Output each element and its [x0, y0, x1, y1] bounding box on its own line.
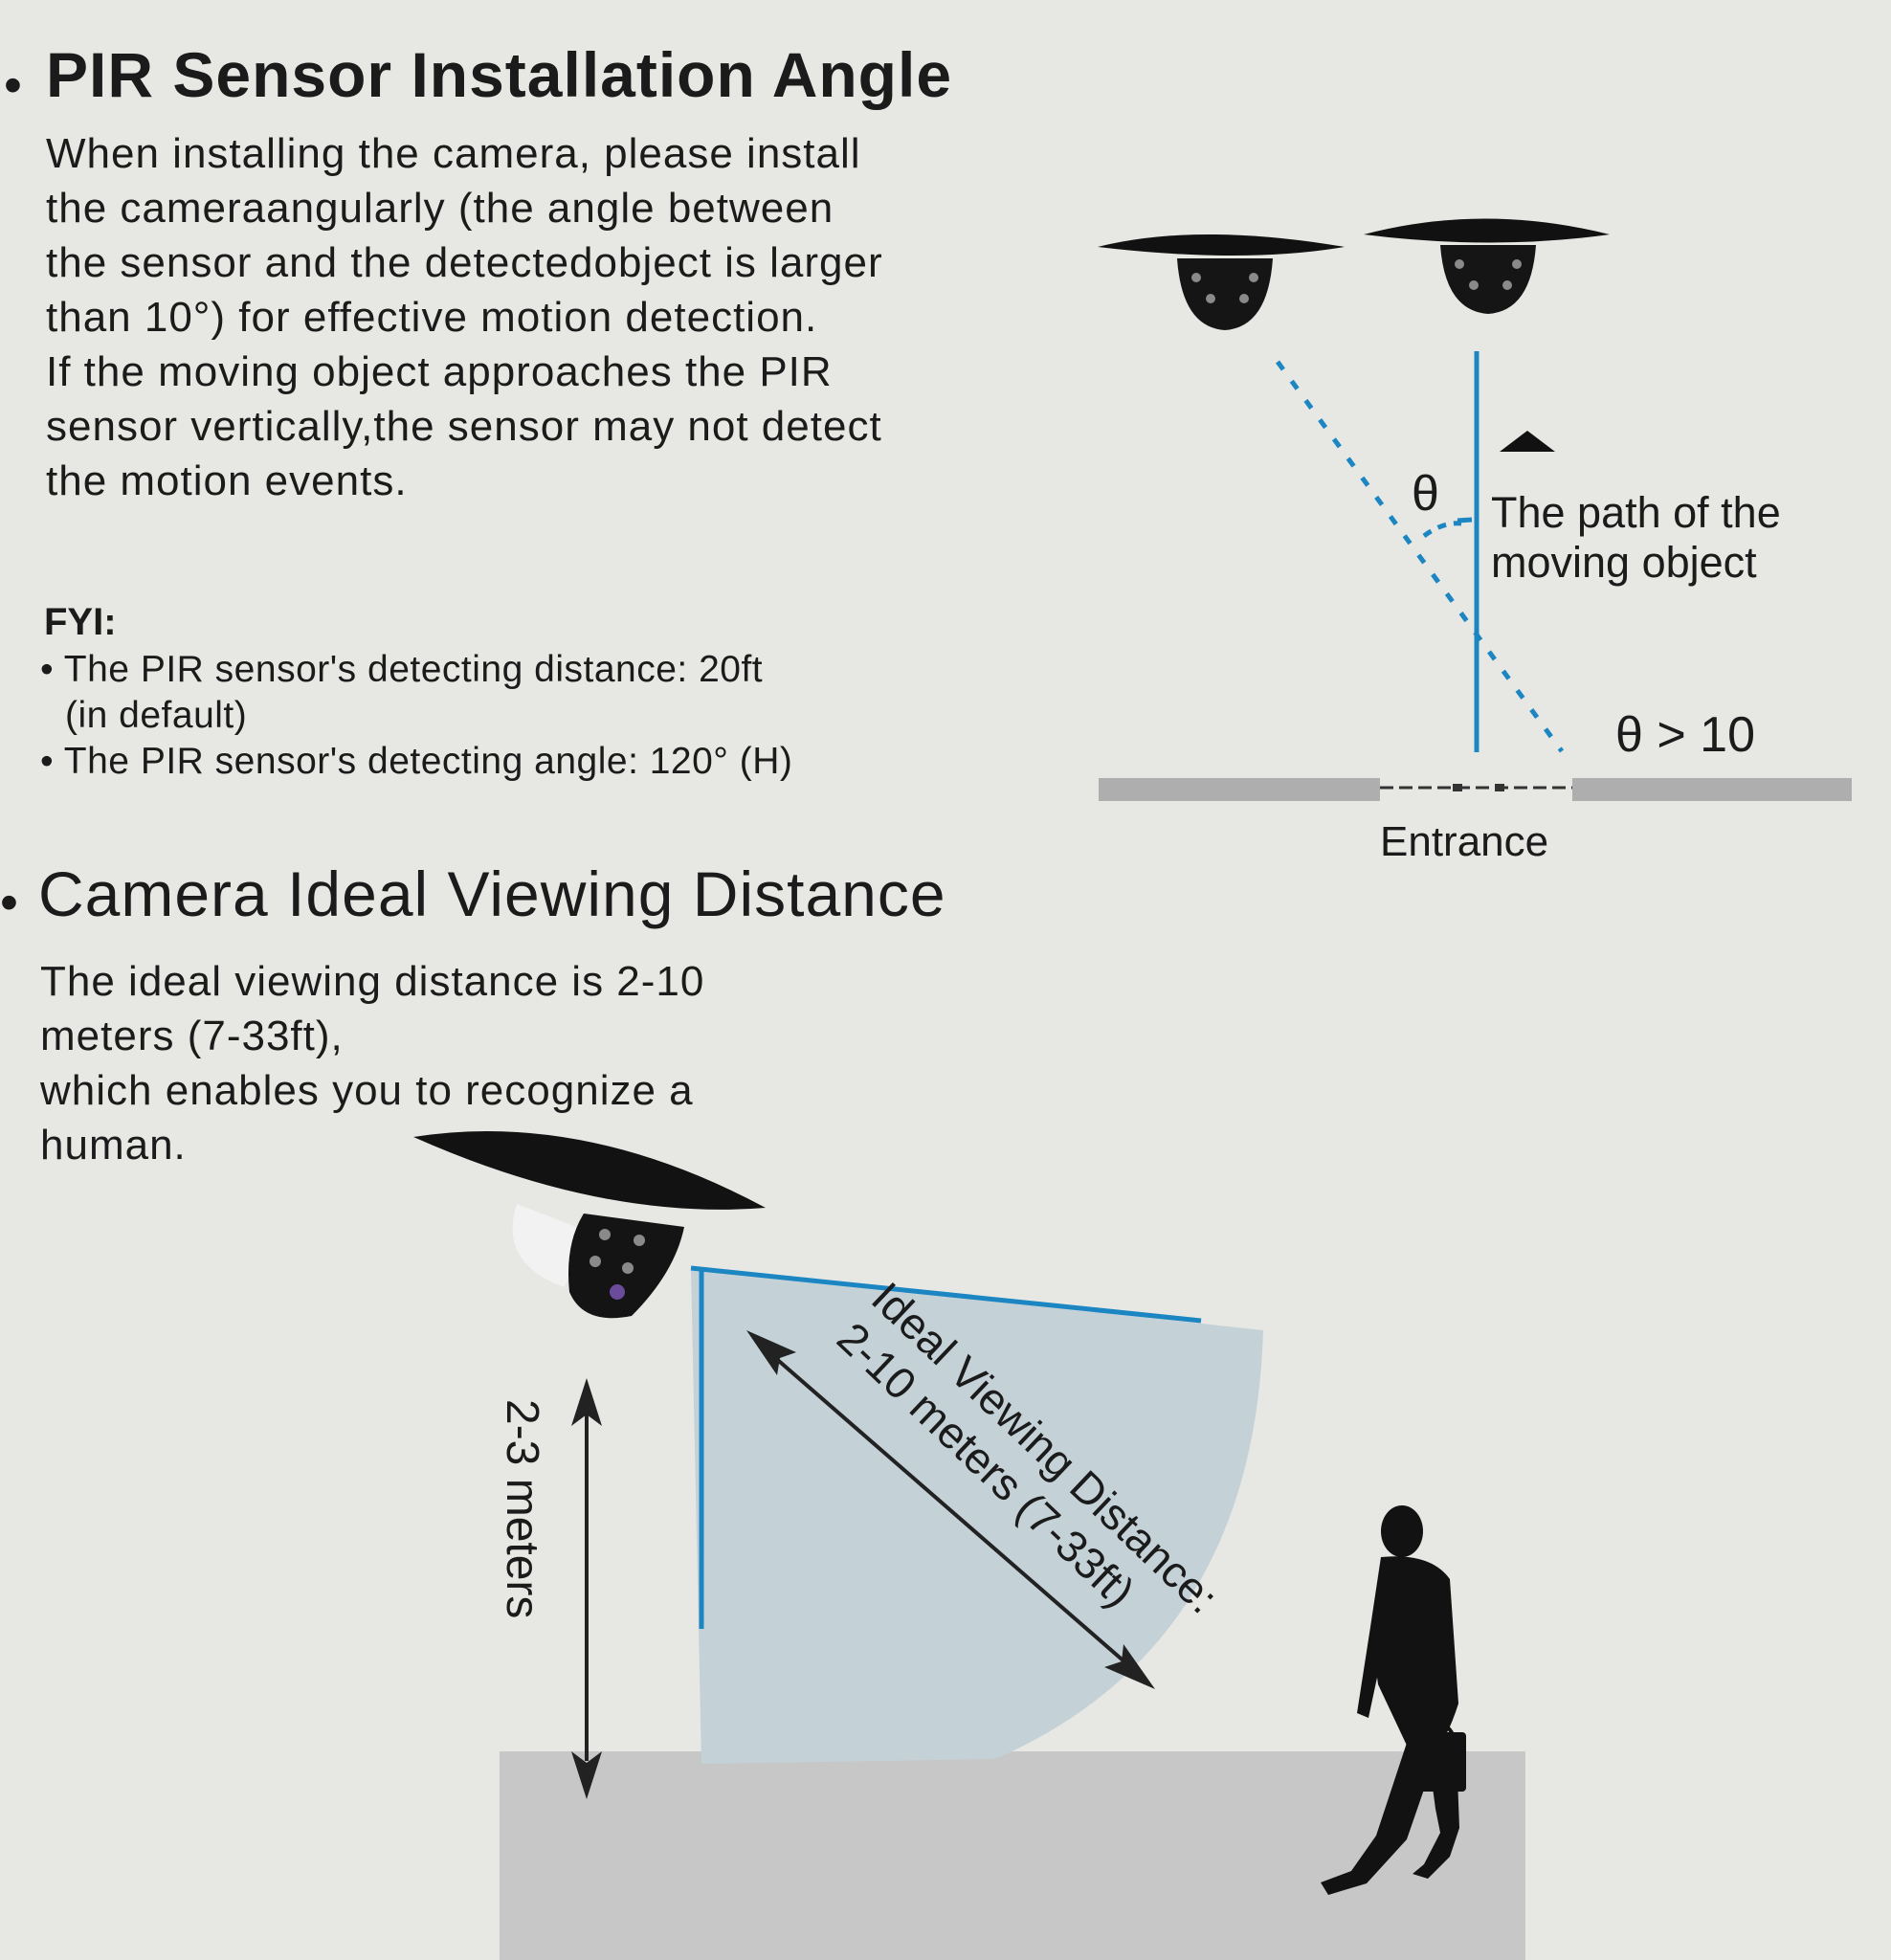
camera-icon	[1364, 218, 1610, 314]
path-label-line: The path of the	[1491, 488, 1781, 537]
paragraph-line: When installing the camera, please insta…	[46, 130, 861, 177]
angle-arc	[1422, 521, 1462, 539]
camera-icon	[1098, 234, 1345, 330]
section-title-pir: PIR Sensor Installation Angle	[46, 39, 953, 110]
field-of-view	[691, 1268, 1263, 1764]
up-arrow-icon	[1500, 431, 1555, 452]
entrance-marker	[1495, 784, 1504, 791]
angle-tick	[1457, 517, 1473, 523]
section-title-viewing: Camera Ideal Viewing Distance	[38, 858, 946, 929]
entrance-label: Entrance	[1380, 818, 1549, 865]
section-bullet: •	[4, 56, 22, 114]
paragraph-line: which enables you to recognize a	[40, 1067, 694, 1114]
fyi-item: • The PIR sensor's detecting distance: 2…	[40, 649, 764, 690]
fyi-item-text: The PIR sensor's detecting angle: 120° (…	[63, 741, 793, 782]
path-label: The path of the moving object	[1491, 488, 1781, 588]
paragraph-line: If the moving object approaches the PIR	[46, 348, 833, 395]
person-silhouette-icon	[1321, 1505, 1466, 1895]
camera-icon	[413, 1130, 766, 1319]
ground-bar	[1572, 778, 1852, 801]
viewing-paragraph: The ideal viewing distance is 2-10 meter…	[40, 954, 704, 1172]
paragraph-line: the motion events.	[46, 457, 408, 504]
paragraph-line: The ideal viewing distance is 2-10	[40, 958, 705, 1005]
paragraph-line: the cameraangularly (the angle between	[46, 185, 834, 232]
fyi-title: FYI:	[44, 601, 117, 643]
distance-arrow-icon	[746, 1330, 1155, 1689]
section-bullet: •	[0, 874, 18, 931]
path-label-line: moving object	[1491, 538, 1757, 587]
angle-condition-label: θ > 10	[1615, 707, 1756, 763]
paragraph-line: than 10°) for effective motion detection…	[46, 294, 818, 341]
height-arrow-icon	[571, 1378, 602, 1799]
ground-bar	[1099, 778, 1380, 801]
detection-line	[1275, 360, 1565, 753]
paragraph-line: human.	[40, 1122, 187, 1169]
ground-slab	[500, 1751, 1525, 1960]
height-label: 2-3 meters	[497, 1399, 547, 1618]
pir-paragraph: When installing the camera, please insta…	[46, 126, 883, 508]
entrance-marker	[1453, 784, 1462, 791]
paragraph-line: sensor vertically,the sensor may not det…	[46, 403, 882, 450]
fyi-list: • The PIR sensor's detecting distance: 2…	[40, 647, 792, 785]
fov-edge-line	[690, 1265, 1202, 1324]
fyi-item: • The PIR sensor's detecting angle: 120°…	[40, 741, 793, 782]
theta-symbol: θ	[1412, 466, 1439, 522]
paragraph-line: meters (7-33ft),	[40, 1013, 344, 1059]
paragraph-line: the sensor and the detectedobject is lar…	[46, 239, 883, 286]
fyi-item-continued: (in default)	[65, 695, 248, 736]
fyi-item-text: The PIR sensor's detecting distance: 20f…	[63, 649, 764, 690]
